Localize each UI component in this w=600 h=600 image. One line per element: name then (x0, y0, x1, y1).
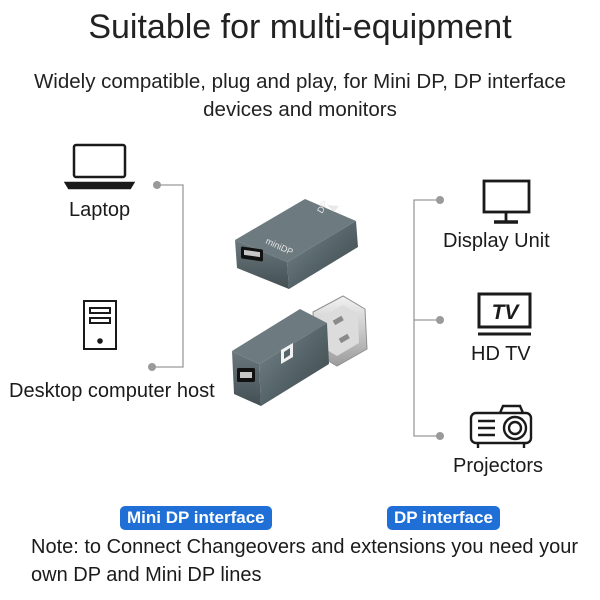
laptop-icon (63, 143, 136, 190)
device-label-laptop: Laptop (69, 199, 131, 221)
device-label-hd-tv: HD TV (471, 343, 531, 365)
left-connector-lines (152, 184, 184, 368)
connector-dot (436, 196, 444, 204)
projector-icon (469, 404, 533, 448)
dp-interface-badge: DP interface (387, 506, 500, 530)
mini-dp-interface-badge: Mini DP interface (120, 506, 272, 530)
tv-icon (477, 292, 532, 336)
tv-icon-text: TV (492, 301, 521, 324)
device-label-projectors: Projectors (453, 455, 544, 477)
right-connector-lines (413, 199, 440, 437)
note-text: Note: to Connect Changeovers and extensi… (31, 536, 579, 586)
device-label-display-unit: Display Unit (443, 230, 550, 252)
top-adapter (235, 199, 358, 289)
bottom-adapter (232, 295, 368, 406)
desktop-tower-icon (83, 300, 117, 350)
subtitle: Widely compatible, plug and play, for Mi… (33, 70, 567, 121)
connector-dot (148, 363, 156, 371)
monitor-icon (482, 179, 531, 224)
connector-dot (436, 316, 444, 324)
device-label-desktop: Desktop computer host (9, 380, 215, 402)
connector-dot (153, 181, 161, 189)
connector-dot (436, 432, 444, 440)
page-title: Suitable for multi-equipment (88, 8, 512, 46)
